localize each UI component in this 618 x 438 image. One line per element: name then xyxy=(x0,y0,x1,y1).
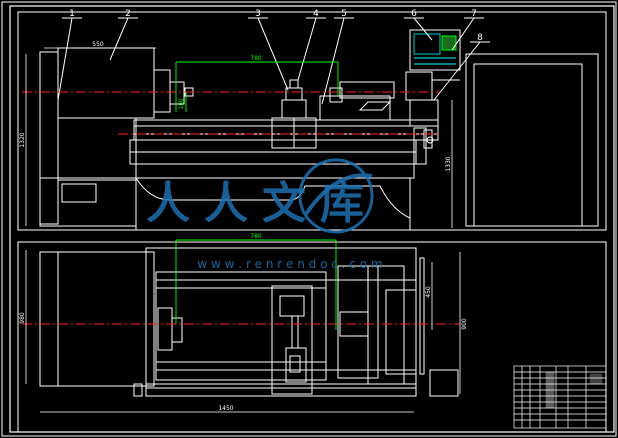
dim-front-center: 780 xyxy=(250,55,262,62)
dim-top-total-width: 1450 xyxy=(218,405,233,412)
dim-front-height-total: 1320 xyxy=(19,132,26,147)
title-block xyxy=(513,365,607,429)
top-carriage xyxy=(271,285,313,395)
front-dimensions xyxy=(175,61,339,112)
part-label-8: 8 xyxy=(477,33,483,43)
dim-front-right-height: 1330 xyxy=(445,156,452,171)
tailstock xyxy=(319,95,391,121)
dim-front-height-small: 180 xyxy=(178,98,185,110)
dim-top-left-height: 980 xyxy=(19,312,26,324)
part-label-3: 3 xyxy=(255,9,261,19)
top-dim-white xyxy=(25,250,461,413)
dim-top-right-height: 900 xyxy=(461,318,468,330)
top-dimensions xyxy=(175,239,337,330)
headstock xyxy=(57,47,155,119)
dim-top-right-small: 450 xyxy=(425,286,432,298)
lathe-bed xyxy=(133,119,439,141)
part-label-5: 5 xyxy=(341,9,347,19)
top-view xyxy=(17,241,607,433)
front-centerlines xyxy=(22,91,440,135)
watermark-chinese: 人人文库 xyxy=(146,178,378,229)
top-tailstock xyxy=(337,265,379,379)
part-label-4: 4 xyxy=(313,9,319,19)
dim-top-center: 780 xyxy=(250,233,262,240)
dim-front-width: 550 xyxy=(92,41,104,48)
watermark-url: w w w . r e n r e n d o c . c o m xyxy=(197,257,382,271)
right-cabinet xyxy=(465,53,599,227)
part-label-7: 7 xyxy=(471,9,477,19)
chuck xyxy=(153,69,171,113)
part-label-1: 1 xyxy=(69,9,75,19)
top-chuck xyxy=(157,307,173,351)
part-label-2: 2 xyxy=(125,9,131,19)
part-label-6: 6 xyxy=(411,9,417,19)
watermark-logo xyxy=(298,158,374,234)
front-dim-white xyxy=(25,47,453,228)
control-panel xyxy=(409,29,461,71)
